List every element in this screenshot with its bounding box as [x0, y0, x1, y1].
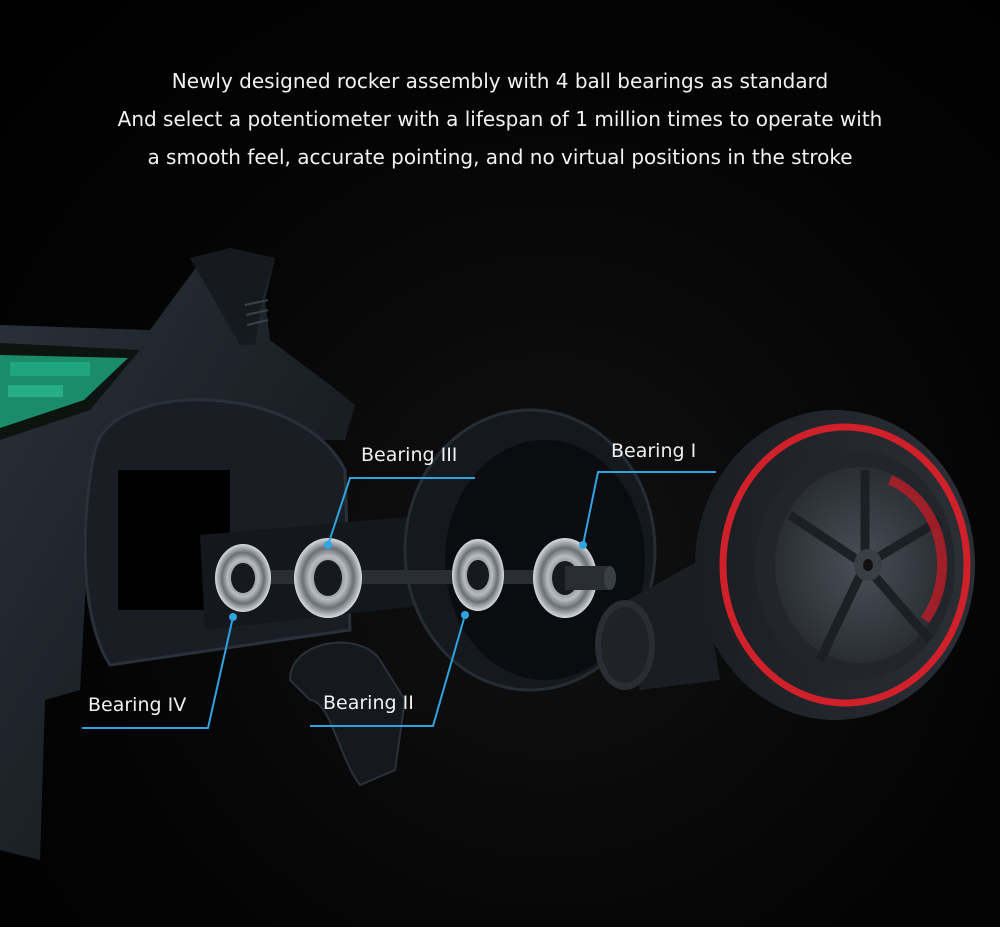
- callout-lines: [82, 471, 716, 729]
- lcd-screen: [0, 343, 140, 440]
- headline-line-1: Newly designed rocker assembly with 4 ba…: [171, 69, 829, 93]
- gear-knob: [595, 560, 720, 690]
- bearing-iii: [294, 538, 362, 618]
- bearing-iv-label: Bearing IV: [88, 694, 187, 716]
- trigger-clip: [288, 641, 407, 787]
- bearing-i-label: Bearing I: [611, 440, 697, 462]
- steering-wheel: [695, 410, 975, 720]
- bearing-ii-label: Bearing II: [323, 692, 414, 714]
- bearing-i: [533, 538, 616, 618]
- bearing-iii-label: Bearing III: [361, 444, 458, 466]
- headline-line-3: a smooth feel, accurate pointing, and no…: [147, 145, 853, 169]
- bearing-iv: [215, 544, 271, 612]
- headline-line-2: And select a potentiometer with a lifesp…: [117, 107, 883, 131]
- bearing-ii: [452, 539, 504, 611]
